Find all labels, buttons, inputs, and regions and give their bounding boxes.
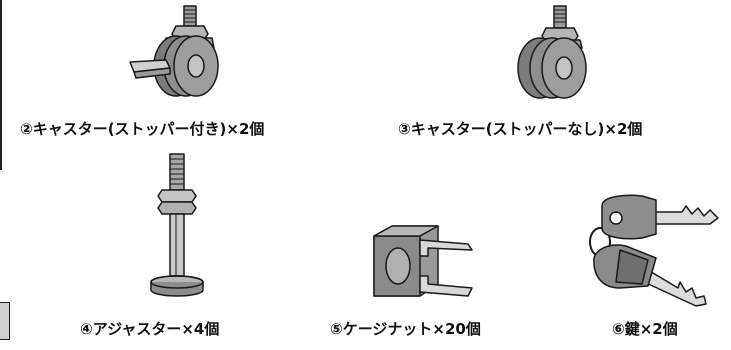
- caption-adjuster: ④アジャスター×4個: [80, 320, 220, 338]
- adjuster-foot-icon: [146, 150, 216, 305]
- caption-key: ⑥鍵×2個: [612, 320, 678, 338]
- caster-icon: [510, 4, 600, 104]
- caption-cage-nut: ⑤ケージナット×20個: [330, 320, 481, 338]
- key-icon: [586, 190, 726, 310]
- caption-caster-without-stopper: ③キャスター(ストッパーなし)×2個: [398, 120, 643, 138]
- left-edge-fragment: [0, 302, 10, 340]
- left-edge-line: [0, 0, 2, 170]
- cage-nut-icon: [368, 222, 478, 307]
- caster-with-stopper-icon: [126, 4, 226, 104]
- caption-caster-with-stopper: ②キャスター(ストッパー付き)×2個: [20, 120, 265, 138]
